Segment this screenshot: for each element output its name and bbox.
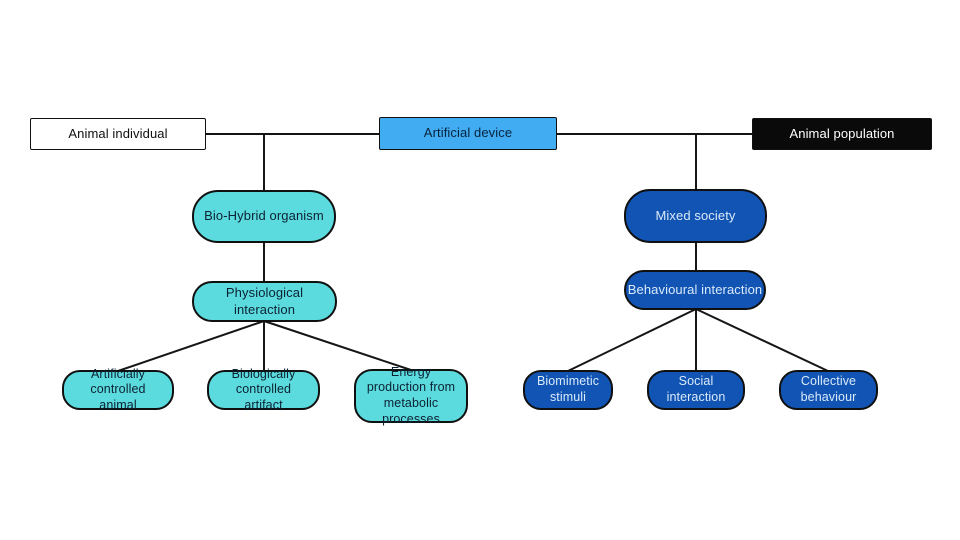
connector-line xyxy=(117,320,265,372)
node-physiological-interaction: Physiological interaction xyxy=(192,281,337,322)
node-collective-behaviour: Collective behaviour xyxy=(779,370,878,410)
node-behavioural-interaction: Behavioural interaction xyxy=(624,270,766,310)
node-artificially-controlled-animal: Artificially controlled animal xyxy=(62,367,174,412)
node-energy-production: Energy production from metabolic process… xyxy=(354,365,468,426)
node-biomimetic-stimuli: Biomimetic stimuli xyxy=(523,370,613,410)
node-biologically-controlled-artifact: Biologically controlled artifact xyxy=(207,367,320,412)
node-bio-hybrid-organism: Bio-Hybrid organism xyxy=(192,190,336,243)
node-social-interaction: Social interaction xyxy=(647,370,745,410)
connector-line xyxy=(567,308,697,372)
node-animal-population: Animal population xyxy=(752,118,932,150)
node-animal-individual: Animal individual xyxy=(30,118,206,150)
node-mixed-society: Mixed society xyxy=(624,189,767,243)
connector-line xyxy=(695,308,829,372)
node-artificial-device: Artificial device xyxy=(379,117,557,150)
connector-line xyxy=(263,320,412,371)
